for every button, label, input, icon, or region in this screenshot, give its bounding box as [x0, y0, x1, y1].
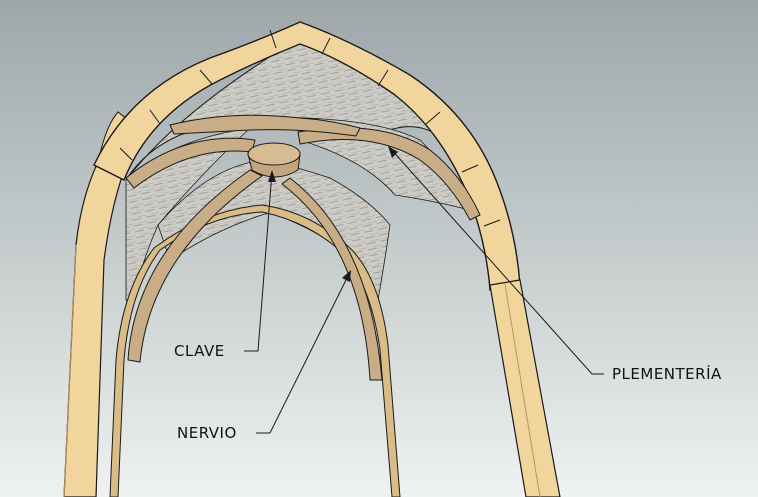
label-nervio: NERVIO [177, 424, 237, 442]
clave-leader [244, 171, 273, 352]
leader-lines [244, 147, 604, 434]
arrowheads [268, 146, 398, 282]
nervio-leader [256, 271, 351, 434]
label-plementeria: PLEMENTERÍA [612, 365, 722, 383]
voussoir-joints [119, 29, 501, 227]
rib-transverse-back [169, 114, 361, 137]
label-clave: CLAVE [174, 342, 225, 360]
rib-back-right [297, 127, 481, 221]
rib-front-left [127, 169, 263, 363]
plementeria-leader [389, 147, 604, 375]
ribs [125, 114, 481, 381]
rib-front-right [281, 177, 383, 381]
keystone [247, 142, 301, 178]
